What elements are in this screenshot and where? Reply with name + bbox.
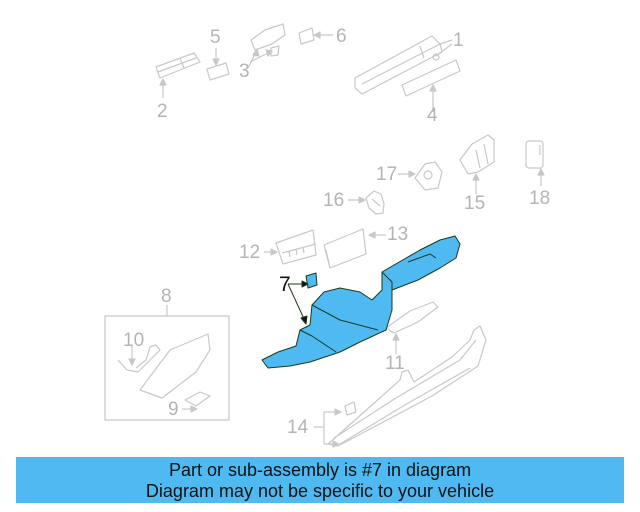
callout-1: 1 [453, 30, 464, 51]
part-15-drawing [459, 134, 495, 194]
part-14-drawing [314, 325, 487, 448]
callout-9: 9 [168, 399, 179, 420]
callout-16: 16 [323, 190, 345, 211]
callout-10: 10 [123, 330, 145, 351]
part-8-kit-box [104, 305, 230, 421]
callout-4: 4 [427, 105, 438, 126]
parts-diagram: 1 2 3 4 5 6 7 8 9 10 11 12 13 14 15 16 1… [104, 23, 551, 448]
callout-13: 13 [387, 224, 409, 245]
part-3-drawing [247, 23, 286, 69]
part-11-drawing [385, 301, 439, 354]
callout-6: 6 [336, 26, 347, 47]
callout-15: 15 [464, 193, 486, 214]
part-7-highlighted [261, 235, 461, 369]
part-17-drawing [398, 161, 443, 191]
callout-5: 5 [210, 27, 221, 48]
banner-line-part-number: Part or sub-assembly is #7 in diagram [168, 460, 472, 480]
part-5-drawing [206, 48, 230, 81]
callout-18: 18 [529, 188, 551, 209]
part-6-drawing [298, 27, 333, 45]
part-13-drawing [323, 228, 386, 269]
callout-8: 8 [161, 286, 172, 307]
info-banner: Part or sub-assembly is #7 in diagram Di… [16, 457, 624, 503]
exploded-parts-drawing [104, 23, 545, 448]
callout-12: 12 [239, 242, 261, 263]
callout-17: 17 [376, 164, 398, 185]
callout-11: 11 [385, 353, 405, 374]
banner-line-disclaimer: Diagram may not be specific to your vehi… [145, 481, 495, 501]
part-4-drawing [401, 59, 461, 112]
part-2-drawing [155, 52, 201, 98]
part-1-drawing [354, 35, 453, 95]
part-16-drawing [348, 190, 385, 215]
callout-3: 3 [239, 61, 250, 82]
callout-14: 14 [287, 417, 309, 438]
part-12-drawing [264, 229, 317, 265]
callout-2: 2 [157, 101, 168, 122]
part-18-drawing [525, 140, 545, 186]
callout-7[interactable]: 7 [279, 273, 291, 296]
